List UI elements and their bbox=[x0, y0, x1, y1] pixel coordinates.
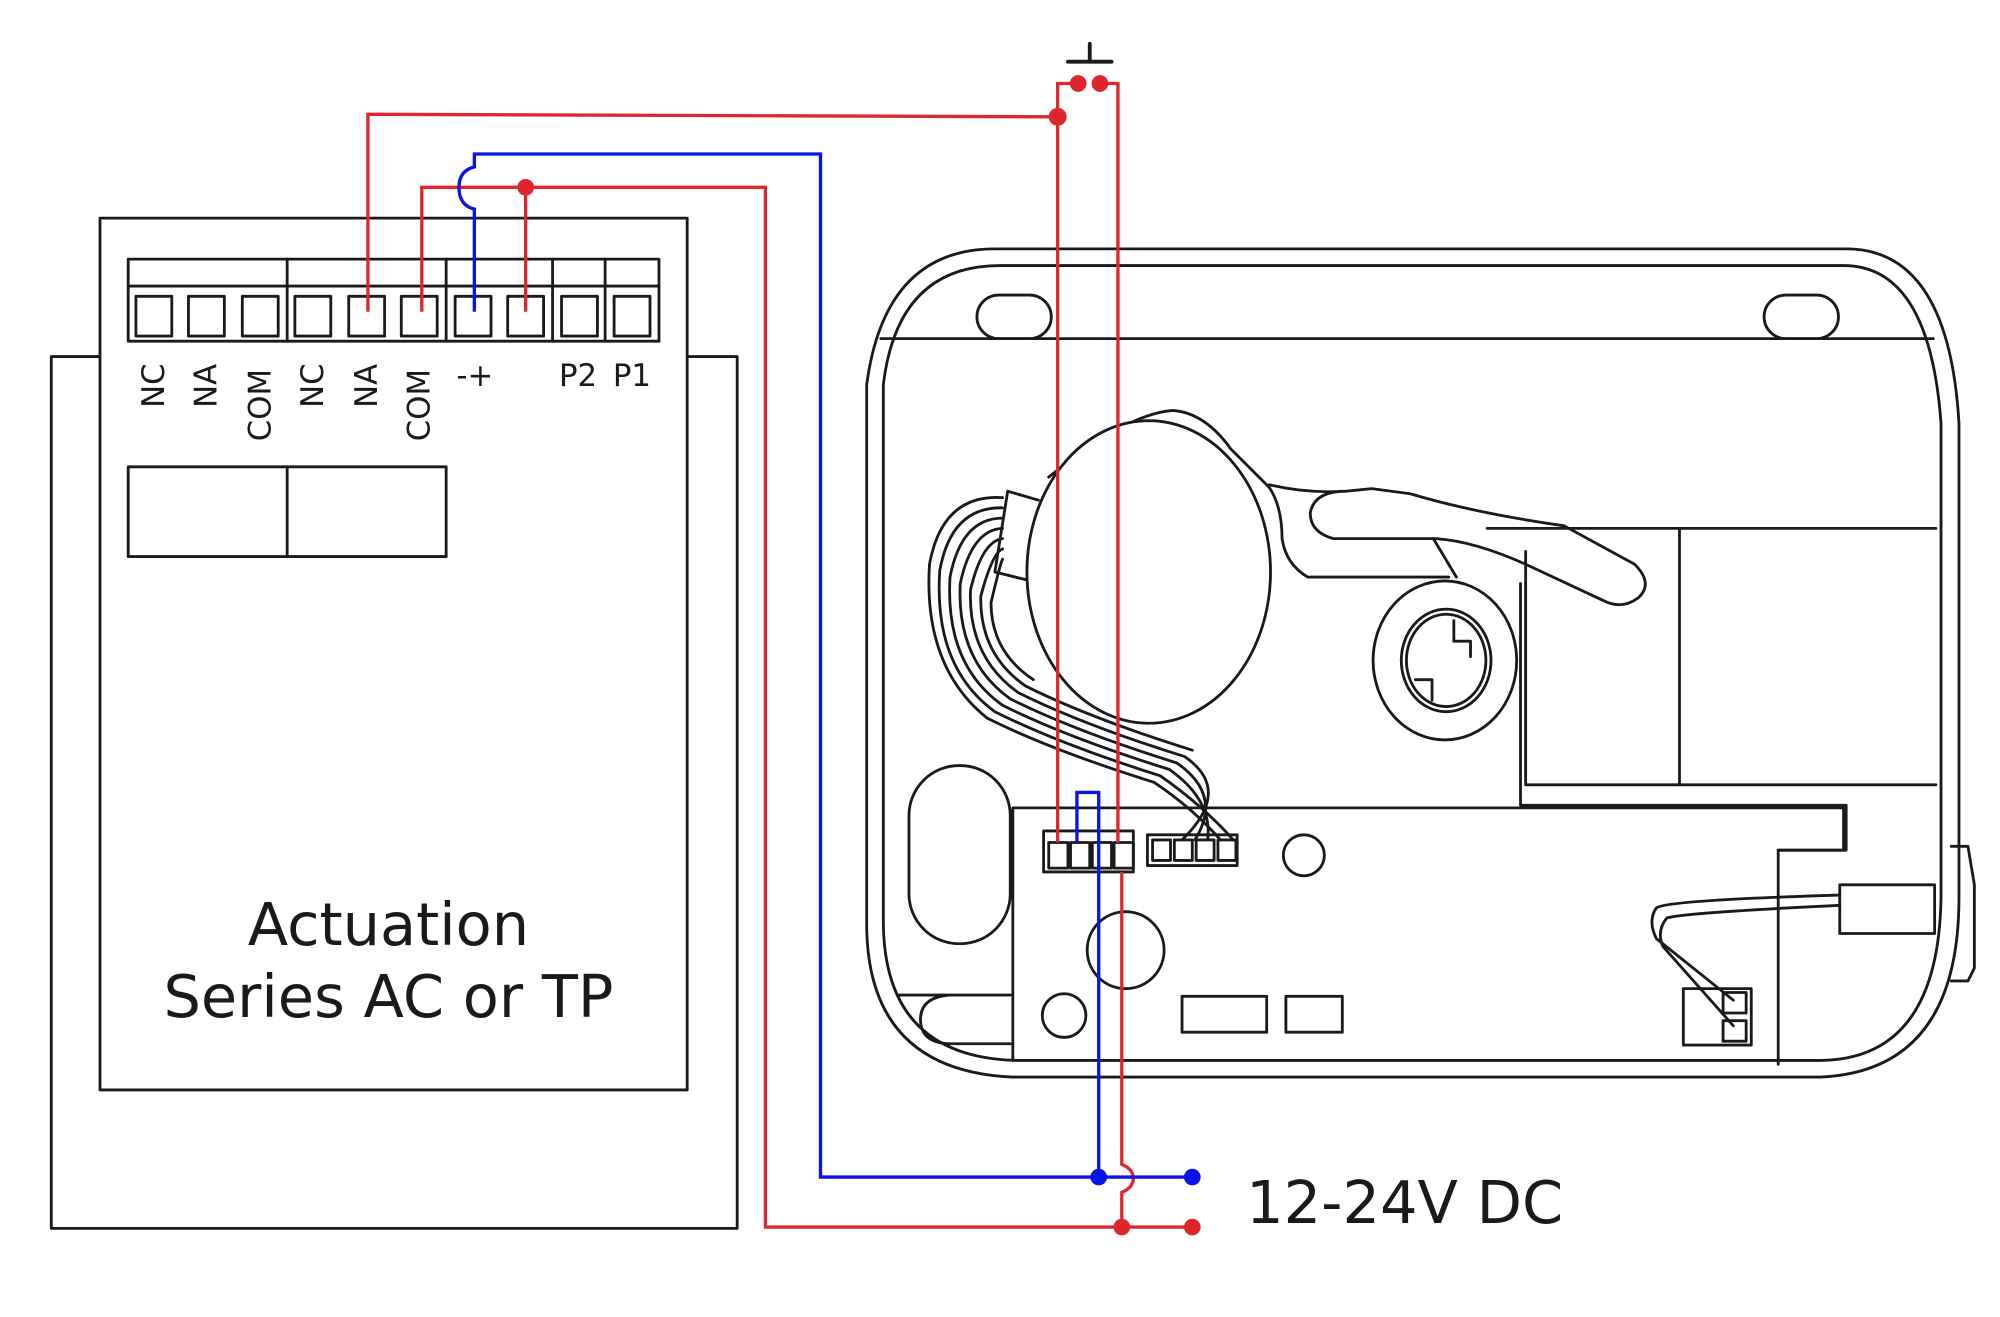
wiring bbox=[366, 81, 1201, 1236]
power-supply-label: 12-24V DC bbox=[1246, 1168, 1563, 1237]
relay-blocks bbox=[126, 465, 448, 558]
electric-lock bbox=[865, 247, 1976, 1079]
lock-inner-shell bbox=[881, 264, 1943, 1062]
label-na-2: NA bbox=[349, 364, 385, 408]
lock-cylinder bbox=[1371, 579, 1519, 742]
wire-minus-to-psu-negative bbox=[457, 152, 1193, 1179]
motor-body bbox=[1025, 419, 1272, 725]
lock-side-slot bbox=[907, 764, 1012, 946]
push-button-switch-icon bbox=[1066, 41, 1114, 92]
lock-outer-shell bbox=[865, 247, 1961, 1079]
wire-com-to-psu-positive bbox=[420, 185, 1193, 1229]
terminal-p1 bbox=[612, 294, 652, 338]
label-nc-1: NC bbox=[136, 363, 172, 407]
label-p2: P2 bbox=[559, 358, 597, 394]
terminal-nc-1 bbox=[134, 294, 174, 338]
door-sensor-connector bbox=[1650, 844, 1976, 1047]
terminal-com-1 bbox=[240, 294, 280, 338]
bolt-housing bbox=[1485, 526, 1938, 1066]
lock-motor bbox=[993, 409, 1451, 725]
label-na-1: NA bbox=[189, 364, 225, 408]
latch-lever bbox=[1267, 483, 1647, 607]
label-p1: P1 bbox=[613, 358, 651, 394]
label-com-1: COM bbox=[243, 369, 279, 441]
terminal-nc-2 bbox=[293, 294, 333, 338]
wire-lock-to-psu-negative bbox=[1075, 790, 1101, 1178]
wire-na-to-switch bbox=[366, 112, 1058, 312]
label-com-2: COM bbox=[401, 369, 437, 441]
mounting-slot-right bbox=[1762, 293, 1840, 341]
terminal-p2 bbox=[560, 294, 599, 338]
terminal-com-2 bbox=[399, 294, 439, 338]
lock-pcb bbox=[1011, 806, 1845, 1062]
wire-lock-4-to-psu-positive bbox=[1120, 871, 1136, 1228]
wire-switch-to-lock-4 bbox=[1106, 81, 1120, 843]
controller-subtitle: Series AC or TP bbox=[163, 962, 613, 1031]
controller-unit: NC NA COM NC NA COM -+ P2 P1 Actuation S… bbox=[49, 216, 739, 1230]
label-nc-2: NC bbox=[295, 363, 331, 407]
terminal-na-1 bbox=[187, 294, 226, 338]
terminal-labels: NC NA COM NC NA COM -+ P2 P1 bbox=[136, 358, 651, 441]
label-power: -+ bbox=[456, 358, 493, 394]
controller-housing bbox=[98, 216, 689, 1092]
mounting-slot-left bbox=[975, 293, 1053, 341]
controller-title: Actuation bbox=[248, 890, 529, 959]
